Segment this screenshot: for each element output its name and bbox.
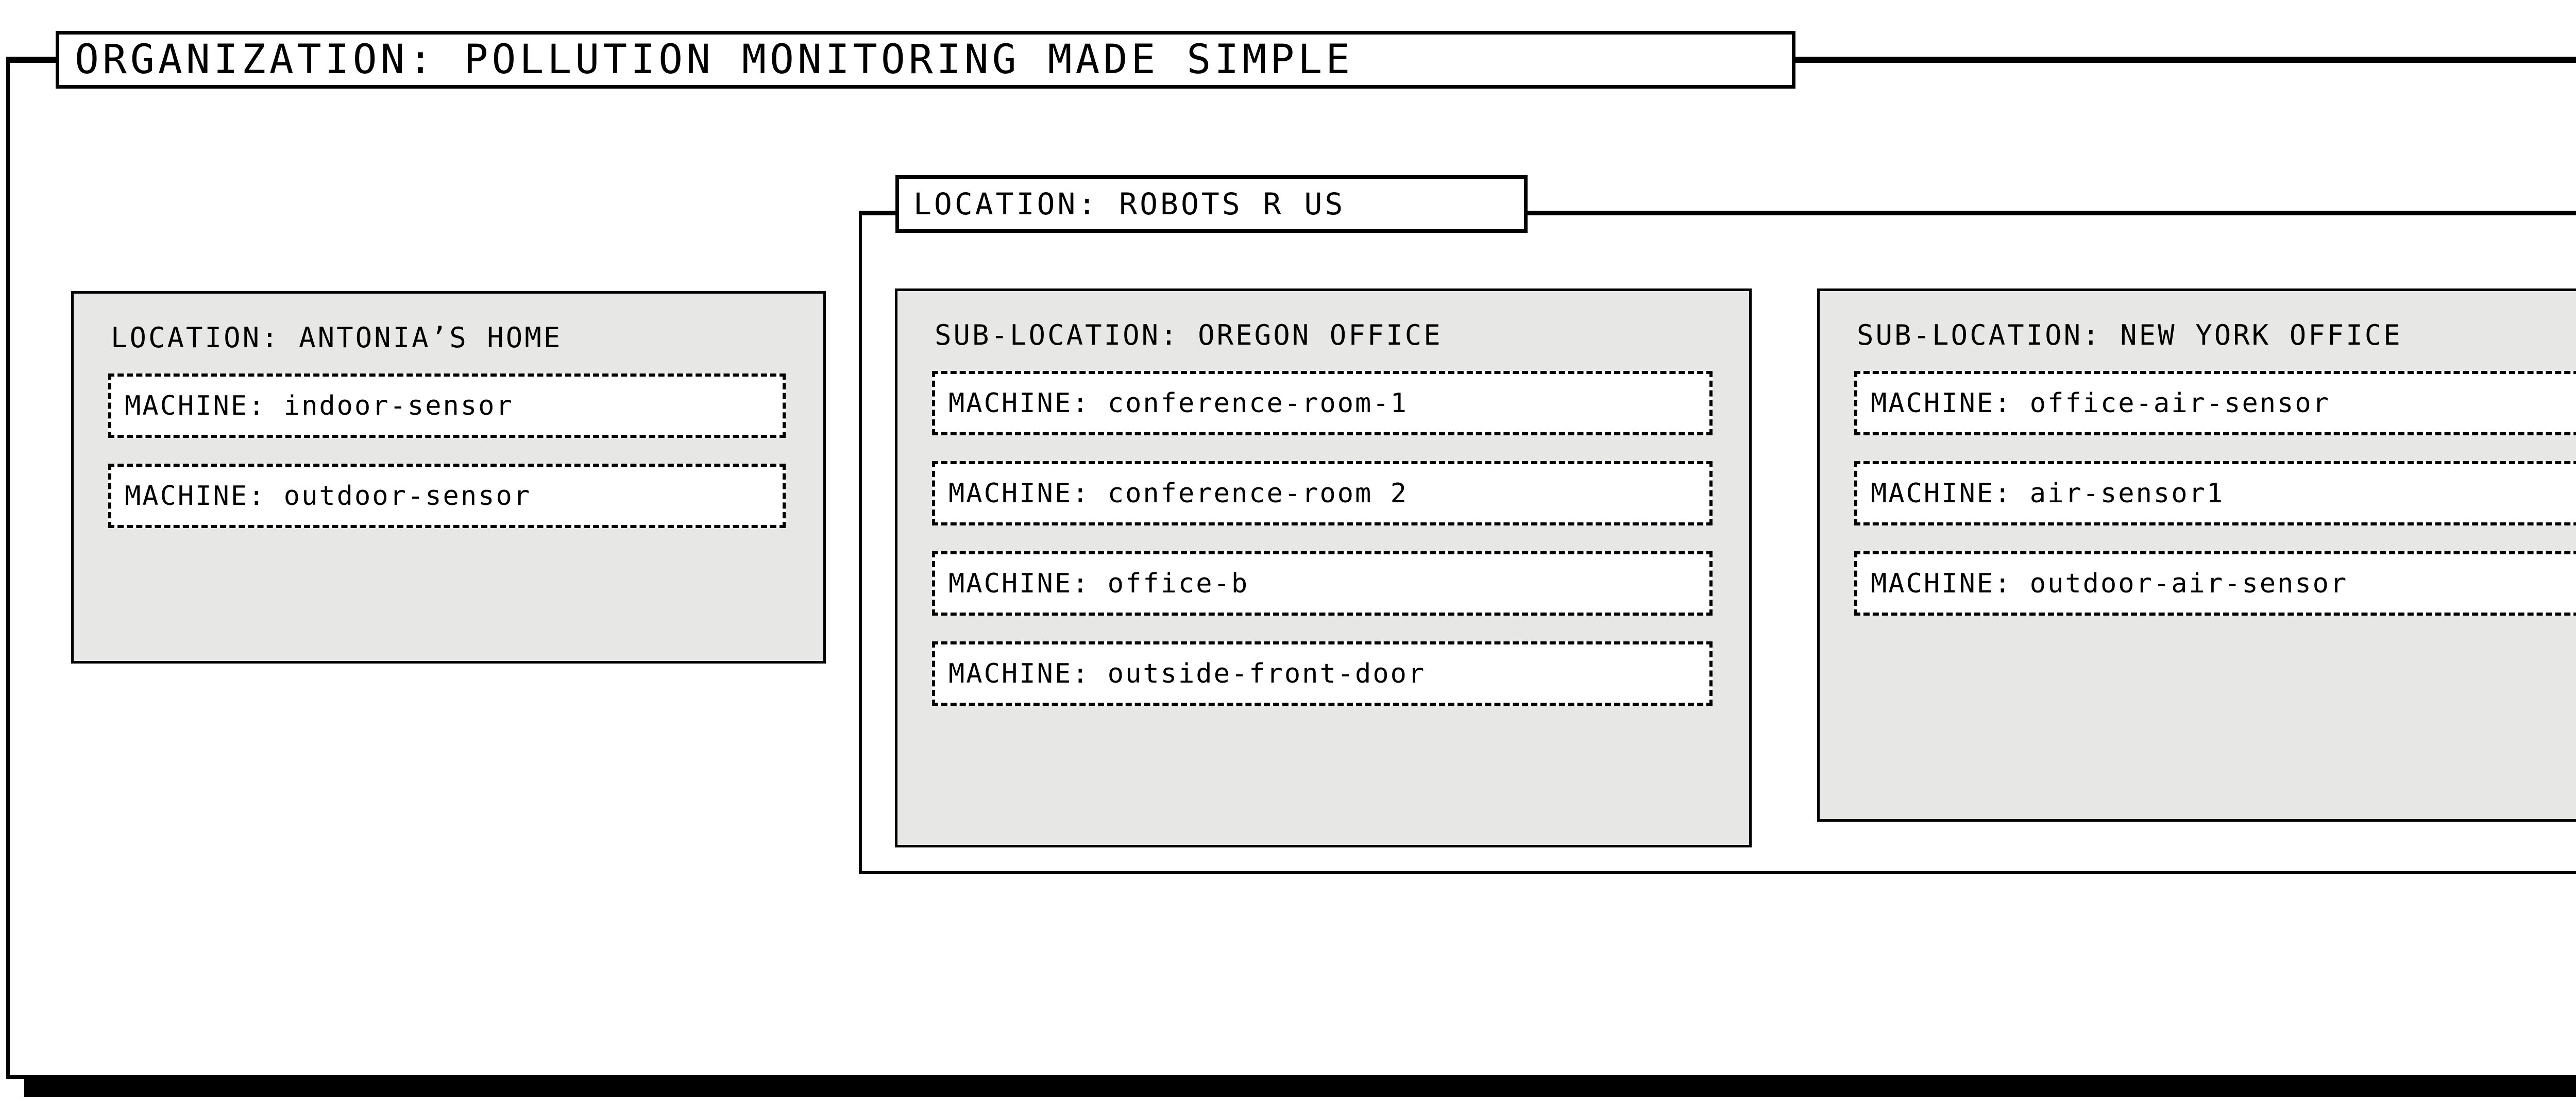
location-robots-r-us-title: LOCATION: ROBOTS R US [913,186,1346,222]
machine-box[interactable]: MACHINE: outside-front-door [932,641,1713,706]
organization-title: ORGANIZATION: POLLUTION MONITORING MADE … [75,37,1354,83]
organization-title-connector-right [1793,57,2576,60]
machine-box[interactable]: MACHINE: outdoor-air-sensor [1854,551,2576,616]
machine-box[interactable]: MACHINE: indoor-sensor [108,373,786,438]
location-antonias-home: LOCATION: ANTONIA’S HOME MACHINE: indoor… [71,291,826,664]
organization-title-connector-left [6,57,58,60]
sub-location-oregon-office-title: SUB-LOCATION: OREGON OFFICE [935,319,1443,351]
machine-box[interactable]: MACHINE: office-b [932,551,1713,616]
location-robots-title-connector-right [1525,211,2576,214]
machine-box[interactable]: MACHINE: conference-room 2 [932,461,1713,525]
machine-label: MACHINE: air-sensor1 [1871,478,2225,509]
location-antonias-home-title: LOCATION: ANTONIA’S HOME [111,321,563,354]
machine-box[interactable]: MACHINE: office-air-sensor [1854,371,2576,435]
machine-label: MACHINE: outside-front-door [948,658,1426,689]
sub-location-new-york-office-title: SUB-LOCATION: NEW YORK OFFICE [1857,319,2402,351]
sub-location-oregon-office: SUB-LOCATION: OREGON OFFICE MACHINE: con… [895,288,1752,847]
machine-box[interactable]: MACHINE: air-sensor1 [1854,461,2576,525]
machine-label: MACHINE: office-air-sensor [1871,387,2330,419]
machine-label: MACHINE: indoor-sensor [125,390,514,421]
machine-label: MACHINE: conference-room 2 [948,478,1408,509]
location-robots-r-us-title-box: LOCATION: ROBOTS R US [895,175,1528,233]
machine-label: MACHINE: outdoor-sensor [125,480,532,512]
location-robots-title-connector-left [859,211,898,214]
machine-label: MACHINE: outdoor-air-sensor [1871,568,2348,599]
machine-box[interactable]: MACHINE: conference-room-1 [932,371,1713,435]
organization-title-box: ORGANIZATION: POLLUTION MONITORING MADE … [56,31,1795,89]
machine-label: MACHINE: conference-room-1 [948,387,1408,419]
machine-box[interactable]: MACHINE: outdoor-sensor [108,464,786,528]
machine-label: MACHINE: office-b [948,568,1249,599]
sub-location-new-york-office: SUB-LOCATION: NEW YORK OFFICE MACHINE: o… [1817,288,2576,822]
